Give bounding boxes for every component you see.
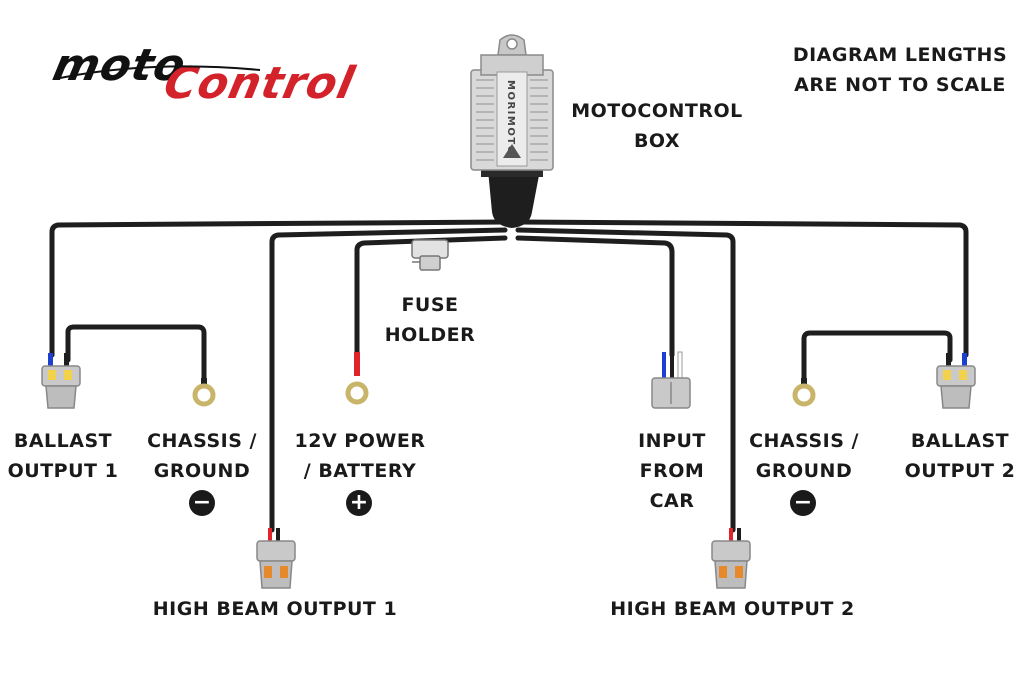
ballast-2-line-2: OUTPUT 2 (904, 460, 1016, 482)
wire-power (354, 235, 508, 358)
ballast-1-line-2: OUTPUT 1 (7, 460, 119, 482)
power-plus-icon: + (346, 490, 372, 516)
fuse-label-line-2: HOLDER (384, 324, 476, 346)
chassis-2-line-1: CHASSIS / (749, 430, 859, 452)
logo-swoosh (59, 65, 261, 79)
input-line-3: CAR (649, 490, 695, 512)
scale-note: DIAGRAM LENGTHS ARE NOT TO SCALE (780, 40, 1020, 100)
ballast-2-line-1: BALLAST (910, 430, 1010, 452)
wire-ballast-1 (49, 219, 508, 358)
fuse-holder-label: FUSE HOLDER (370, 290, 490, 350)
ground-minus-icon-2: − (790, 490, 816, 516)
ballast-1-label: BALLAST OUTPUT 1 (0, 426, 126, 486)
input-line-2: FROM (639, 460, 705, 482)
ground-minus-icon-1: − (189, 490, 215, 516)
power-line-1: 12V POWER (294, 430, 426, 452)
scale-note-line-2: ARE NOT TO SCALE (794, 74, 1006, 96)
fuse-label-line-1: FUSE (401, 294, 459, 316)
input-label: INPUT FROM CAR (622, 426, 722, 516)
input-line-1: INPUT (638, 430, 706, 452)
chassis-2-line-2: GROUND (755, 460, 853, 482)
wire-chassis-1 (65, 324, 207, 383)
chassis-2-label: CHASSIS / GROUND (744, 426, 864, 486)
wire-high-beam-1 (269, 227, 508, 533)
wire-ballast-2 (515, 219, 969, 358)
harness-trunk (488, 170, 540, 228)
box-brand-text: MORIMOTO (505, 80, 516, 156)
chassis-1-ring-terminal (192, 378, 216, 407)
ballast-2-connector (936, 353, 976, 409)
power-ring-terminal (345, 352, 369, 405)
input-connector (651, 351, 691, 409)
high-beam-1-label: HIGH BEAM OUTPUT 1 (152, 598, 398, 620)
wire-input (515, 235, 675, 358)
chassis-1-line-1: CHASSIS / (147, 430, 257, 452)
chassis-2-ring-terminal (792, 378, 816, 407)
scale-note-line-1: DIAGRAM LENGTHS (792, 44, 1008, 66)
wire-high-beam-2 (515, 227, 736, 533)
high-beam-2-label: HIGH BEAM OUTPUT 2 (610, 598, 855, 620)
power-label: 12V POWER / BATTERY (290, 426, 430, 486)
ballast-2-label: BALLAST OUTPUT 2 (898, 426, 1022, 486)
power-line-2: / BATTERY (303, 460, 417, 482)
high-beam-2-connector (711, 528, 751, 589)
chassis-1-line-2: GROUND (153, 460, 251, 482)
fuse-holder (411, 239, 449, 271)
ballast-1-connector (41, 353, 81, 409)
box-label-line-1: MOTOCONTROL (571, 100, 743, 122)
chassis-1-label: CHASSIS / GROUND (142, 426, 262, 486)
box-label-line-2: BOX (633, 130, 681, 152)
wire-chassis-2 (801, 330, 953, 383)
motocontrol-box: MORIMOTO (470, 34, 554, 177)
high-beam-1-connector (256, 528, 296, 589)
box-label: MOTOCONTROL BOX (562, 96, 752, 156)
ballast-1-line-1: BALLAST (13, 430, 113, 452)
